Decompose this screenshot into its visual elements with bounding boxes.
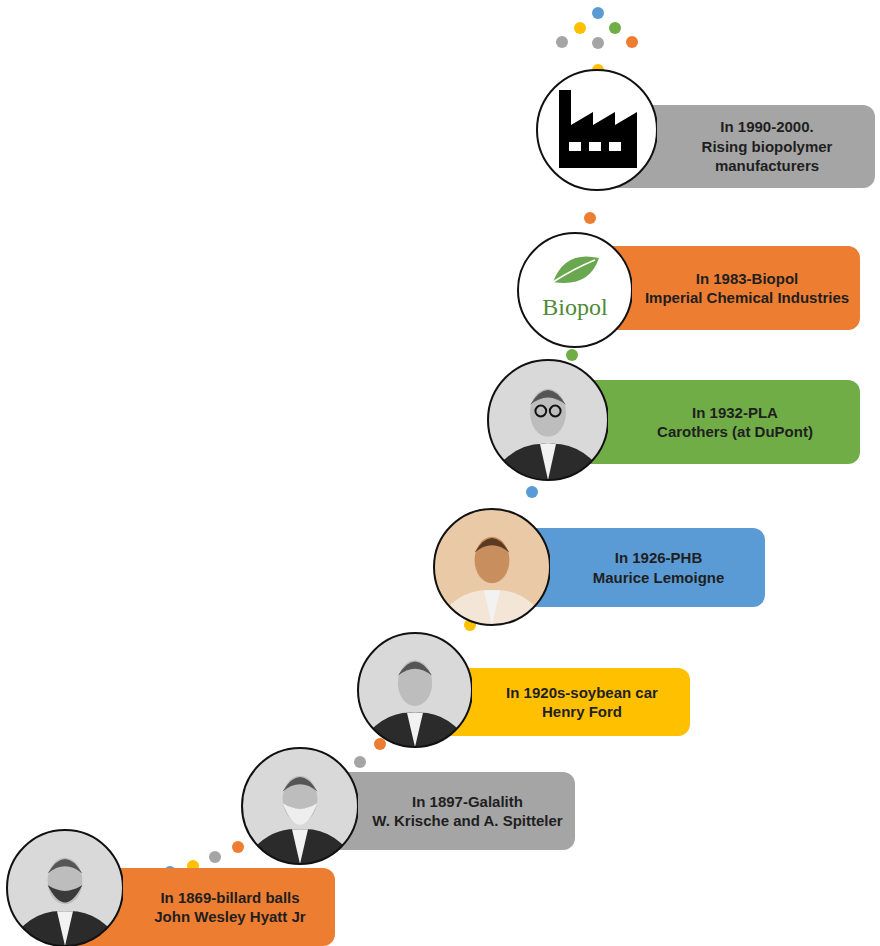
year-heading: In 1920s-soybean car [506, 683, 658, 703]
photo-circle-fill [537, 70, 657, 190]
leaf-vein [553, 260, 595, 282]
photo-shirt [484, 590, 500, 625]
photo [559, 90, 637, 168]
photo-glasses [550, 406, 561, 417]
photo-circle-outline [242, 748, 358, 864]
timeline-box: In 1983-BiopolImperial Chemical Industri… [632, 246, 860, 330]
timeline-box: In 1869-billard ballsJohn Wesley Hyatt J… [123, 868, 335, 946]
photo-face [530, 389, 566, 437]
photo-shirt [57, 911, 73, 946]
inventor-name: Carothers (at DuPont) [657, 422, 813, 442]
trail-dot [574, 22, 586, 34]
photo-beard [48, 885, 83, 902]
photo-shirt [540, 444, 556, 480]
year-heading: In 1983-Biopol [696, 269, 799, 289]
photo-hair [398, 662, 432, 676]
inventor-name: John Wesley Hyatt Jr [154, 907, 305, 927]
photo-ground [358, 633, 472, 747]
timeline-box: In 1920s-soybean carHenry Ford [472, 668, 690, 736]
photo-hair [530, 390, 566, 405]
photo-ground [7, 830, 123, 946]
photo-shirt [292, 829, 308, 864]
photo [242, 748, 358, 864]
trail-dot [609, 22, 621, 34]
photo-circle-outline [358, 633, 472, 747]
photo-circle-fill [358, 633, 472, 747]
factory-window [589, 142, 601, 151]
year-heading: In 1932-PLA [692, 403, 778, 423]
photo [553, 256, 599, 283]
photo-circle-outline [518, 233, 632, 347]
year-heading: In 1897-Galalith [412, 792, 523, 812]
timeline-box: In 1897-GalalithW. Krische and A. Spitte… [358, 772, 575, 850]
photo-face [48, 858, 83, 904]
photo [488, 360, 608, 480]
timeline-box: In 1932-PLACarothers (at DuPont) [608, 380, 860, 464]
photo-ground [434, 509, 550, 625]
photo-circle-outline [7, 830, 123, 946]
photo-shirt [407, 713, 423, 747]
trail-dot [374, 738, 386, 750]
photo-ground [242, 748, 358, 864]
photo-circle-fill [242, 748, 358, 864]
photo-circle-fill [488, 360, 608, 480]
photo-hair [48, 859, 83, 874]
photo-circle-fill [434, 509, 550, 625]
photo-face [398, 660, 432, 706]
inventor-name: Imperial Chemical Industries [645, 288, 849, 308]
photo-circle-fill [518, 233, 632, 347]
inventor-name: Maurice Lemoigne [593, 568, 725, 588]
photo-ground [488, 360, 608, 480]
photo-circle-outline [434, 509, 550, 625]
factory-window [609, 142, 621, 151]
factory-icon [559, 90, 637, 168]
timeline-box: In 1990-2000.Rising biopolymer manufactu… [657, 105, 875, 188]
inventor-name: W. Krische and A. Spitteler [372, 811, 562, 831]
timeline-box: In 1926-PHBMaurice Lemoigne [550, 528, 765, 607]
trail-dot [626, 36, 638, 48]
trail-dot [354, 756, 366, 768]
photo-circle-fill [7, 830, 123, 946]
photo-circle-outline [488, 360, 608, 480]
inventor-name: Rising biopolymer manufacturers [669, 137, 865, 176]
photo-glasses [535, 406, 546, 417]
trail-dot [592, 7, 604, 19]
trail-dot [209, 851, 221, 863]
year-heading: In 1990-2000. [720, 117, 813, 137]
trail-dot [592, 37, 604, 49]
photo-beard [283, 803, 318, 825]
logo-text: Biopol [542, 294, 607, 321]
photo [434, 509, 550, 625]
trail-dot [566, 349, 578, 361]
factory-window [569, 142, 581, 151]
trail-dot [584, 212, 596, 224]
leaf-logo [553, 256, 599, 283]
photo [7, 830, 123, 946]
photo-hair [283, 777, 318, 792]
year-heading: In 1926-PHB [615, 548, 703, 568]
photo-circle-outline [537, 70, 657, 190]
inventor-name: Henry Ford [542, 702, 622, 722]
trail-dot [526, 486, 538, 498]
photo [358, 633, 472, 747]
photo-hair [475, 538, 510, 553]
trail-dot [556, 36, 568, 48]
trail-dot [232, 841, 244, 853]
photo-face [475, 537, 510, 583]
year-heading: In 1869-billard balls [160, 888, 299, 908]
